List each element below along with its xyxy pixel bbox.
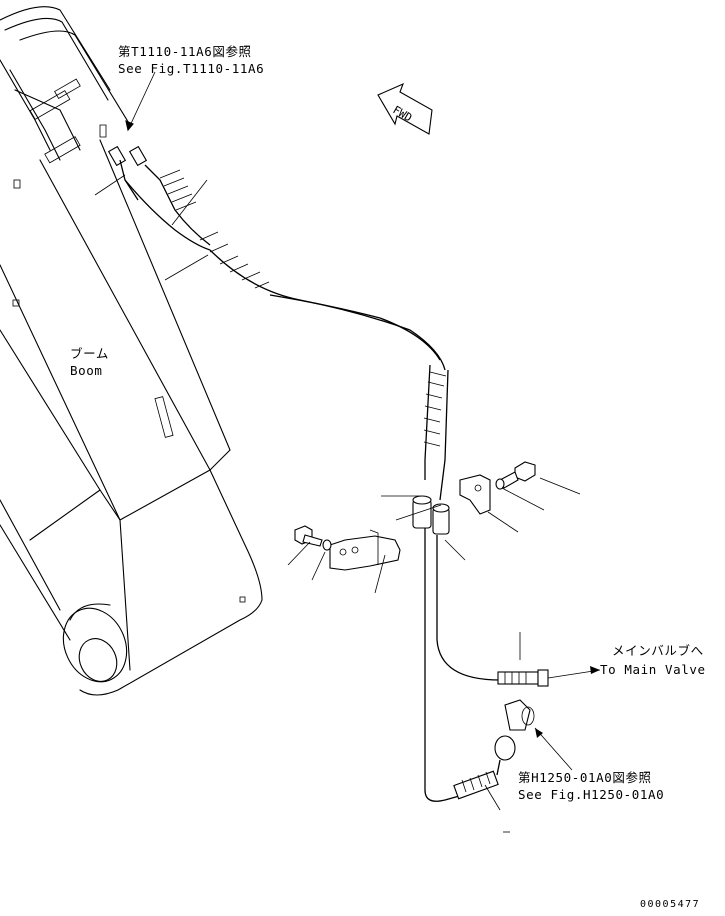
drawing-number: 00005477: [640, 899, 700, 910]
hose-assembly: [107, 145, 549, 802]
boom-label-en: Boom: [70, 363, 103, 378]
boom-label-jp: ブーム: [70, 346, 109, 361]
ref-bottom-jp: 第H1250-01A0図参照: [518, 770, 652, 785]
boom: [0, 6, 263, 696]
ref-top-en: See Fig.T1110-11A6: [118, 61, 264, 76]
main-valve-en: To Main Valve: [600, 662, 706, 677]
ref-bottom-en: See Fig.H1250-01A0: [518, 787, 664, 802]
fwd-arrow: FWD: [377, 82, 433, 135]
main-valve-jp: メインバルブへ: [612, 643, 704, 658]
ref-top-jp: 第T1110-11A6図参照: [118, 44, 252, 59]
bracket-hardware: [294, 461, 536, 571]
leader-lines: [94, 71, 601, 833]
